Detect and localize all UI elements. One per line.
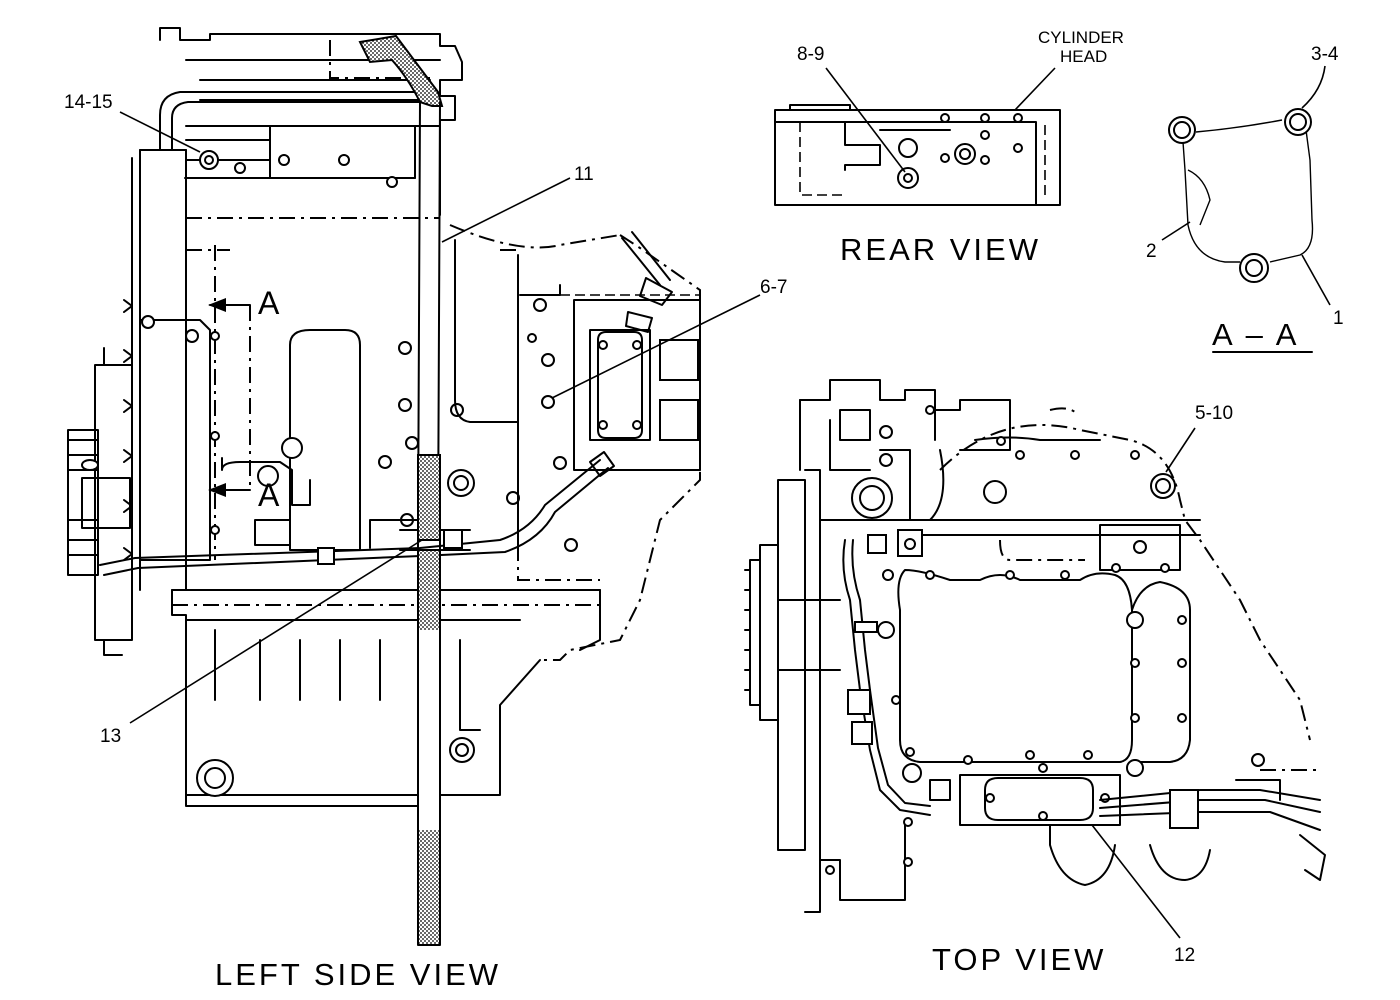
leader-2	[1161, 221, 1191, 241]
leader-5-10	[1165, 427, 1196, 473]
callout-1: 1	[1333, 308, 1344, 329]
callout-11: 11	[574, 164, 594, 185]
callout-3-4: 3-4	[1311, 44, 1339, 65]
leader-13	[129, 539, 423, 724]
callout-12: 12	[1174, 945, 1195, 966]
leader-1	[1301, 254, 1331, 306]
callout-13: 13	[100, 726, 121, 747]
callout-5-10: 5-10	[1195, 403, 1233, 424]
leader-14-15	[119, 111, 201, 153]
section-letter-bottom: A	[258, 477, 280, 513]
callout-14-15: 14-15	[64, 92, 113, 113]
block-bolts	[378, 298, 578, 552]
annotation-cylinder: CYLINDER	[1038, 28, 1124, 47]
left-side-view-drawing	[67, 27, 701, 946]
leader-6-7	[551, 294, 761, 399]
callout-6-7: 6-7	[760, 277, 787, 298]
callout-8-9: 8-9	[797, 44, 824, 65]
section-a-a-title: A – A	[1212, 317, 1299, 352]
annotation-head: HEAD	[1060, 47, 1107, 66]
rear-view-drawing	[774, 104, 1061, 206]
leader-12	[1091, 824, 1181, 939]
top-view-drawing	[744, 379, 1326, 913]
section-a-a-drawing	[1168, 108, 1314, 283]
leader-cylinder-head	[1014, 67, 1056, 111]
top-view-title: TOP VIEW	[932, 942, 1106, 977]
leader-8-9	[825, 67, 906, 173]
leader-11	[441, 177, 571, 243]
left-side-view-title: LEFT SIDE VIEW	[215, 957, 501, 992]
section-letter-top: A	[258, 285, 280, 321]
rear-view-title: REAR VIEW	[840, 232, 1041, 267]
callout-2: 2	[1146, 241, 1157, 262]
leader-3-4	[1301, 65, 1326, 109]
